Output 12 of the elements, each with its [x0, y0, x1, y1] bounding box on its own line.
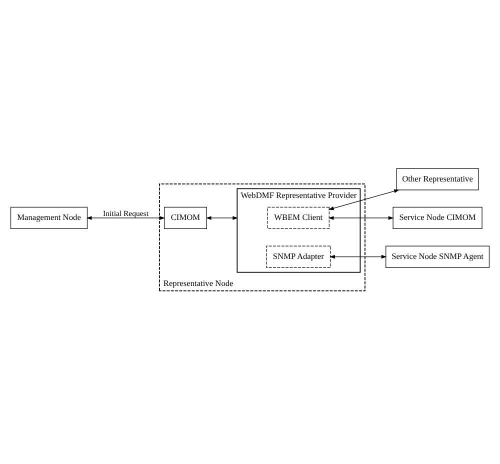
node-box: Service Node SNMP Agent — [386, 246, 490, 268]
arrow — [206, 216, 238, 220]
node-box: Service Node CIMOM — [392, 206, 482, 230]
node-box: Management Node — [10, 206, 88, 230]
arrow — [86, 216, 166, 220]
node-box: Other Representative — [396, 168, 479, 190]
node-box: CIMOM — [164, 206, 207, 230]
node-box: WBEM Client — [267, 206, 330, 230]
node-box: SNMP Adapter — [266, 246, 331, 268]
arrow — [330, 254, 387, 259]
arrow — [328, 216, 394, 220]
arrow — [328, 189, 400, 210]
